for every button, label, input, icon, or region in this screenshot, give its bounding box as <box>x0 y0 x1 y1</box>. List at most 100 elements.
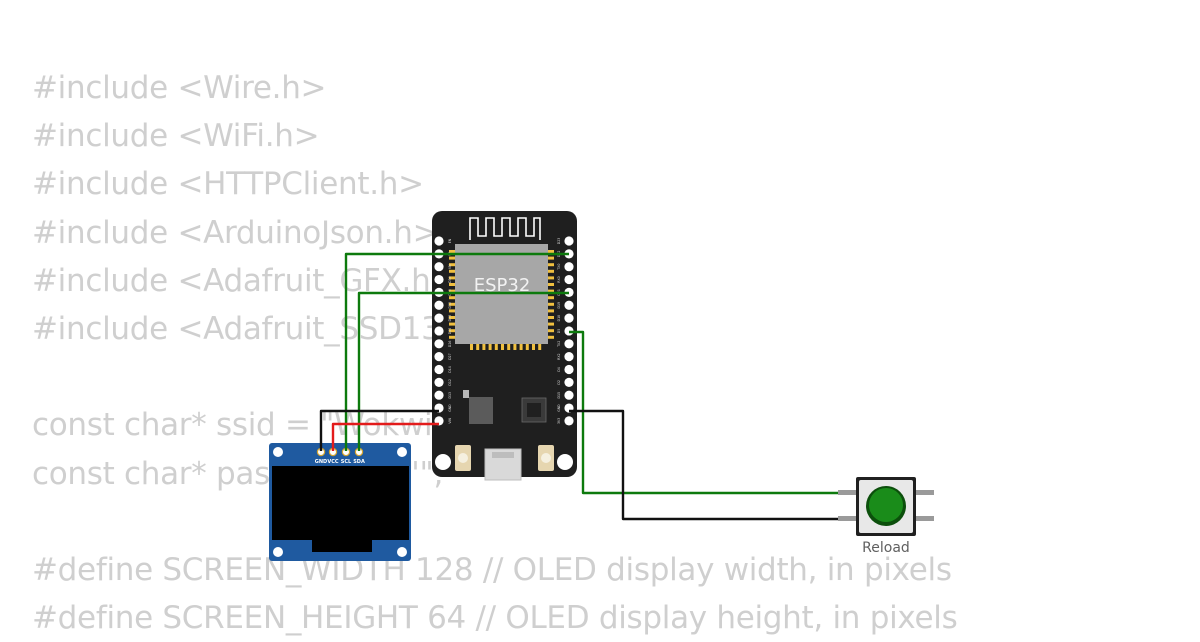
esp32-pin[interactable] <box>434 274 444 285</box>
code-line: #include <WiFi.h> <box>32 118 320 155</box>
mounting-hole <box>397 447 407 457</box>
esp32-pin-label: D2 <box>557 380 561 384</box>
module-pin <box>548 329 554 333</box>
module-pin <box>548 256 554 260</box>
esp32-pin[interactable] <box>434 339 444 349</box>
esp32-pin-label: TX0 <box>557 264 561 271</box>
esp32-pin-label: RX0 <box>557 276 561 282</box>
module-pin <box>538 344 542 350</box>
oled-pin-label: GND <box>315 459 327 465</box>
module-pin <box>548 302 554 306</box>
module-pin <box>532 344 535 350</box>
wires <box>319 252 845 521</box>
reload-pushbutton[interactable]: Reload <box>838 477 934 556</box>
esp32-pin[interactable] <box>564 300 574 310</box>
module-pin <box>488 344 492 350</box>
button-lead <box>914 490 934 495</box>
module-pin <box>476 344 480 350</box>
oled-pin-label: SCL <box>341 459 352 465</box>
esp32-antenna <box>469 217 541 240</box>
esp32-pin[interactable] <box>434 352 444 362</box>
module-pin <box>449 309 455 313</box>
esp32-board[interactable]: ESP32 ENVPVND34D35D32D33D25D26D27D14D12D… <box>432 211 577 481</box>
esp32-module-pins <box>449 250 554 350</box>
esp32-pin[interactable] <box>564 236 574 246</box>
voltage-regulator <box>469 397 493 424</box>
module-pin <box>548 309 554 313</box>
esp32-pin-label: D33 <box>448 315 452 322</box>
esp32-pin[interactable] <box>564 390 574 400</box>
usb-port-slot <box>492 452 514 458</box>
en-button-cap <box>458 453 468 463</box>
module-pin <box>548 322 554 326</box>
esp32-pin[interactable] <box>564 352 574 362</box>
module-pin <box>449 316 455 319</box>
module-pin <box>501 344 504 350</box>
oled-pin-label: VCC <box>327 459 339 465</box>
esp32-pin[interactable] <box>564 377 574 387</box>
esp32-pin-label: D26 <box>448 341 452 348</box>
wire-button-gnd[interactable] <box>569 409 845 521</box>
usb-uart-chip-core <box>527 403 541 417</box>
module-pin <box>548 335 554 339</box>
esp32-pin[interactable] <box>434 313 444 323</box>
esp32-pin-label: D14 <box>448 366 452 373</box>
oled-ribbon <box>312 540 372 552</box>
esp32-pin[interactable] <box>434 326 444 336</box>
wire-button-signal[interactable] <box>569 330 845 495</box>
mounting-hole <box>557 454 573 470</box>
mounting-hole <box>435 454 451 470</box>
esp32-pin-label: EN <box>448 238 452 243</box>
module-pin <box>548 276 554 280</box>
button-lead <box>914 516 934 521</box>
esp32-pin[interactable] <box>434 236 444 246</box>
module-pin <box>449 335 455 339</box>
esp32-pin[interactable] <box>434 300 444 310</box>
regulator-tab <box>463 390 469 398</box>
module-pin <box>507 344 511 350</box>
oled-pin-label: SDA <box>353 459 365 465</box>
esp32-pin[interactable] <box>564 274 574 285</box>
wire-scl[interactable] <box>344 252 569 451</box>
esp32-pin[interactable] <box>564 339 574 349</box>
esp32-pin[interactable] <box>434 262 444 272</box>
boot-button-cap <box>541 453 551 463</box>
mounting-hole <box>397 547 407 557</box>
esp32-pin-label: D4 <box>557 367 561 371</box>
esp32-pin[interactable] <box>564 313 574 323</box>
esp32-pin[interactable] <box>564 416 574 426</box>
button-cap[interactable] <box>869 488 903 522</box>
esp32-pin[interactable] <box>434 390 444 400</box>
esp32-pin-label: D27 <box>448 353 452 360</box>
esp32-pin[interactable] <box>564 364 574 375</box>
esp32-pin-label: D5 <box>557 329 561 333</box>
wire-oled-vcc[interactable] <box>331 422 439 451</box>
esp32-pin-label: GND <box>557 404 561 412</box>
esp32-pin[interactable] <box>434 364 444 375</box>
esp32-pin[interactable] <box>434 377 444 387</box>
module-pin <box>470 344 473 350</box>
esp32-pin-headers: ENVPVND34D35D32D33D25D26D27D14D12D13GNDV… <box>434 236 574 426</box>
esp32-label: ESP32 <box>474 275 531 296</box>
code-line: #include <HTTPClient.h> <box>32 166 424 203</box>
esp32-pin-label: GND <box>448 404 452 412</box>
module-pin <box>548 296 554 300</box>
module-pin <box>525 344 529 350</box>
module-pin <box>494 344 498 350</box>
esp32-pin-label: TX2 <box>557 341 561 348</box>
esp32-pin[interactable] <box>564 262 574 272</box>
button-label: Reload <box>862 540 910 556</box>
module-pin <box>449 302 455 306</box>
module-pin <box>449 276 455 280</box>
wire-sda[interactable] <box>357 291 569 451</box>
esp32-pin-label: 3V3 <box>557 418 561 424</box>
esp32-pin-label: VN <box>448 264 452 269</box>
code-line: #include <Adafruit_GFX.h> <box>32 262 457 299</box>
module-pin <box>548 316 554 319</box>
esp32-pin-label: D15 <box>557 392 561 399</box>
wire-oled-gnd[interactable] <box>319 409 439 451</box>
module-pin <box>449 256 455 260</box>
